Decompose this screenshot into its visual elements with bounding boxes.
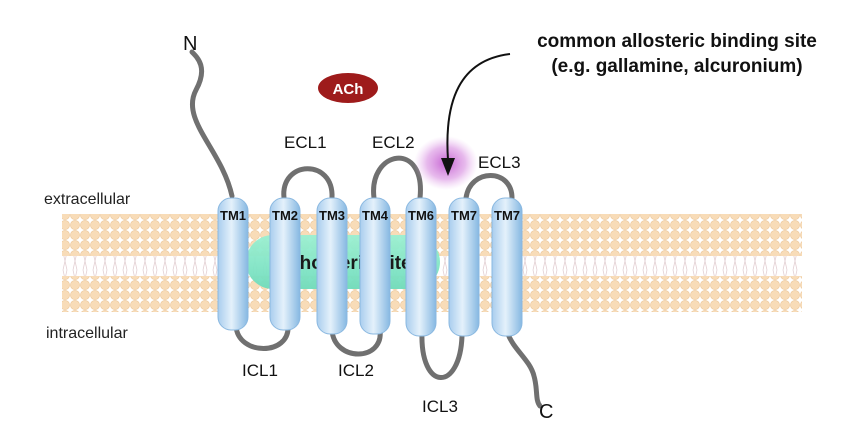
helix-label: TM3 bbox=[319, 208, 345, 223]
extracellular-label: extracellular bbox=[44, 191, 131, 208]
transmembrane-helices: TM1 TM2 TM3 TM4 TM6 TM7 TM7 bbox=[217, 197, 523, 337]
receptor-loops bbox=[189, 49, 543, 409]
helix-label: TM1 bbox=[220, 208, 246, 223]
helix-tm4: TM4 bbox=[359, 197, 391, 335]
c-terminus-tail bbox=[505, 331, 543, 409]
n-terminus-label: N bbox=[183, 33, 197, 55]
ecl2-loop bbox=[371, 155, 423, 201]
icl2-loop bbox=[329, 327, 383, 357]
icl3-label: ICL3 bbox=[422, 397, 458, 416]
helix-tm2: TM2 bbox=[269, 197, 301, 331]
ecl3-label: ECL3 bbox=[478, 153, 521, 172]
ecl2-label: ECL2 bbox=[372, 133, 415, 152]
helix-tm7b: TM7 bbox=[491, 197, 523, 337]
ecl1-label: ECL1 bbox=[284, 133, 327, 152]
helix-tm1: TM1 bbox=[217, 197, 249, 331]
icl3-loop bbox=[419, 329, 465, 380]
allosteric-title-line1: common allosteric binding site bbox=[537, 31, 817, 52]
helix-tm6: TM6 bbox=[405, 197, 437, 337]
helix-label: TM7 bbox=[451, 208, 477, 223]
icl1-loop bbox=[233, 323, 291, 351]
icl2-label: ICL2 bbox=[338, 361, 374, 380]
helix-tm7a: TM7 bbox=[448, 197, 480, 337]
allosteric-arrow bbox=[441, 53, 511, 176]
ecl1-loop bbox=[281, 166, 335, 201]
ecl3-loop bbox=[463, 173, 515, 201]
ach-label: ACh bbox=[333, 81, 364, 98]
helix-label: TM6 bbox=[408, 208, 434, 223]
helix-tm3: TM3 bbox=[316, 197, 348, 335]
ach-ligand: ACh bbox=[318, 73, 378, 103]
allosteric-title-line2: (e.g. gallamine, alcuronium) bbox=[551, 56, 802, 77]
helix-label: TM7 bbox=[494, 208, 520, 223]
intracellular-label: intracellular bbox=[46, 325, 128, 342]
c-terminus-label: C bbox=[539, 401, 553, 423]
icl1-label: ICL1 bbox=[242, 361, 278, 380]
helix-label: TM2 bbox=[272, 208, 298, 223]
helix-label: TM4 bbox=[362, 208, 389, 223]
n-terminus-tail bbox=[189, 49, 235, 199]
